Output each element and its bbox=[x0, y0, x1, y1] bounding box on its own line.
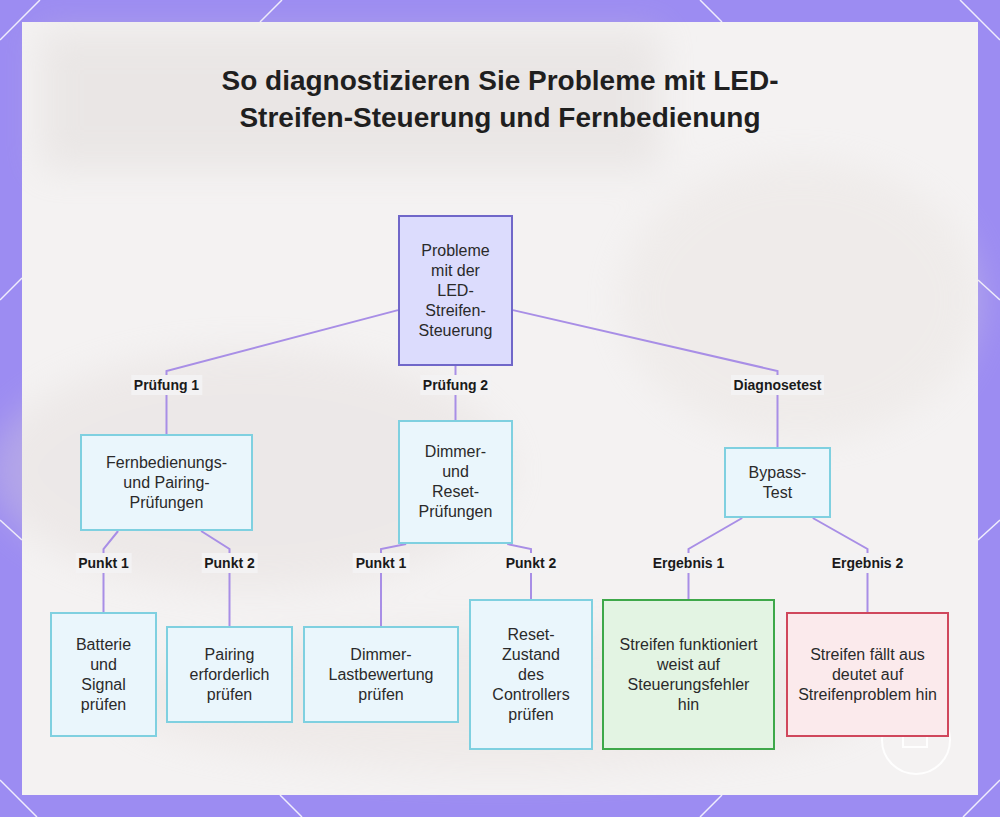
edge-label: Prüfung 2 bbox=[420, 375, 491, 395]
node-text: Dimmer- und Reset-Prüfungen bbox=[418, 442, 493, 522]
process-box: Batterie und Signal prüfen bbox=[50, 612, 157, 737]
edge-label: Prüfung 1 bbox=[131, 375, 202, 395]
edge-label: Ergebnis 2 bbox=[829, 553, 907, 573]
process-box: Fernbedienungs- und Pairing-Prüfungen bbox=[80, 434, 253, 531]
process-box: Streifen funktioniert weist auf Steuerun… bbox=[602, 599, 775, 750]
process-box: Pairing erforderlich prüfen bbox=[166, 626, 293, 723]
edge-label: Punkt 2 bbox=[503, 553, 560, 573]
node-text: Reset-Zustand des Controllers prüfen bbox=[492, 625, 569, 725]
edge-label: Punkt 1 bbox=[75, 553, 132, 573]
blurred-photo bbox=[0, 30, 980, 770]
process-box: Dimmer- und Reset-Prüfungen bbox=[398, 420, 513, 544]
edge-label: Diagnosetest bbox=[731, 375, 825, 395]
connector-line bbox=[167, 310, 399, 434]
edge-label: Punkt 1 bbox=[353, 553, 410, 573]
connector-line bbox=[201, 531, 229, 626]
node-text: Batterie und Signal prüfen bbox=[68, 635, 139, 715]
node-text: Pairing erforderlich prüfen bbox=[178, 645, 281, 705]
process-box: Dimmer-Lastbewertung prüfen bbox=[303, 626, 459, 723]
edge-label: Ergebnis 1 bbox=[650, 553, 728, 573]
process-box: Reset-Zustand des Controllers prüfen bbox=[469, 599, 593, 750]
root-box: Probleme mit der LED-Streifen-Steuerung bbox=[398, 215, 513, 366]
process-box: Streifen fällt aus deutet auf Streifenpr… bbox=[786, 612, 949, 737]
node-text: Probleme mit der LED-Streifen-Steuerung bbox=[414, 241, 497, 341]
process-box: Bypass-Test bbox=[724, 447, 831, 518]
node-text: Streifen fällt aus deutet auf Streifenpr… bbox=[798, 645, 937, 705]
node-text: Bypass-Test bbox=[746, 463, 809, 503]
diagram-title: So diagnostizieren Sie Probleme mit LED-… bbox=[200, 62, 800, 136]
node-text: Dimmer-Lastbewertung prüfen bbox=[315, 645, 447, 705]
edge-label: Punkt 2 bbox=[201, 553, 258, 573]
node-text: Streifen funktioniert weist auf Steuerun… bbox=[618, 635, 759, 715]
node-text: Fernbedienungs- und Pairing-Prüfungen bbox=[92, 453, 241, 513]
